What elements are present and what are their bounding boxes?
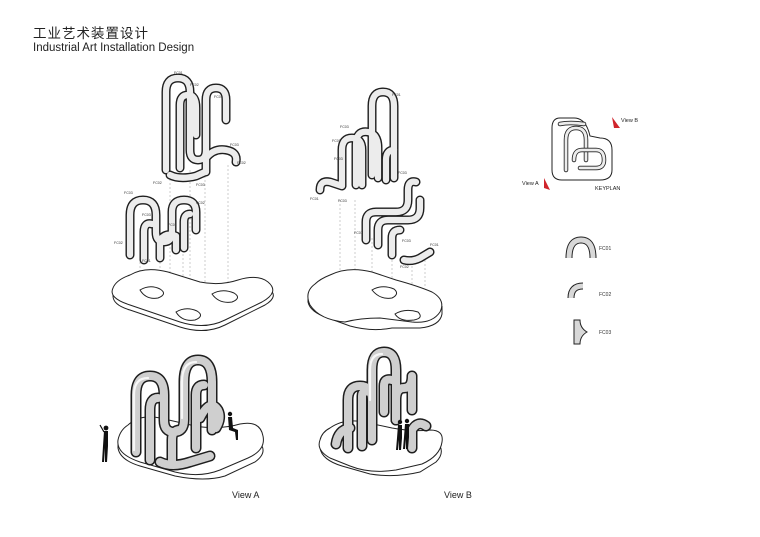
svg-text:FC03: FC03 xyxy=(340,125,349,129)
fitting-tags-a: FC01 FC02 FC01 FC03 FC02 FC02 FC03 FC03 … xyxy=(114,71,246,263)
svg-text:FC03: FC03 xyxy=(142,213,151,217)
svg-text:FC03: FC03 xyxy=(402,239,411,243)
human-figure-pair-icon xyxy=(396,418,410,450)
svg-text:FC02: FC02 xyxy=(153,181,162,185)
svg-text:FC02: FC02 xyxy=(400,265,409,269)
human-figure-seated-icon xyxy=(227,411,238,440)
keyplan-title: KEYPLAN xyxy=(595,186,621,192)
upper-tube-cluster-a xyxy=(161,73,241,183)
svg-text:FC01: FC01 xyxy=(142,259,151,263)
lower-tube-cluster-a xyxy=(125,195,201,265)
view-b-tubes xyxy=(330,346,432,454)
view-b-render xyxy=(318,346,443,477)
svg-text:FC02: FC02 xyxy=(196,201,205,205)
legend-fc02-quarter-elbow-icon xyxy=(567,282,584,299)
svg-text:FC02: FC02 xyxy=(190,83,199,87)
view-a-render xyxy=(99,354,264,480)
svg-text:FC03: FC03 xyxy=(230,143,239,147)
svg-text:FC01: FC01 xyxy=(430,243,439,247)
view-a-marker-icon xyxy=(544,178,550,190)
svg-text:FC01: FC01 xyxy=(354,231,363,235)
svg-text:FC01: FC01 xyxy=(174,71,183,75)
svg-text:FC03: FC03 xyxy=(398,171,407,175)
base-platform-a xyxy=(111,269,274,331)
view-b-marker-icon xyxy=(612,117,620,128)
keyplan-view-b-label: View B xyxy=(621,118,639,124)
view-b-label: View B xyxy=(444,490,472,500)
legend-fc03-label: FC03 xyxy=(599,330,612,336)
svg-text:FC03: FC03 xyxy=(334,157,343,161)
page-title-chinese: 工业艺术装置设计 xyxy=(33,26,149,41)
view-a-tubes xyxy=(130,354,226,471)
svg-text:FC01: FC01 xyxy=(392,93,401,97)
exploded-axon-a: FC01 FC02 FC01 FC03 FC02 FC02 FC03 FC03 … xyxy=(111,71,274,331)
svg-text:FC01: FC01 xyxy=(332,139,341,143)
legend-fc01-semicircle-elbow-icon xyxy=(565,236,597,259)
fitting-tags-b: FC01 FC03 FC01 FC03 FC03 FC01 FC03 FC01 … xyxy=(310,93,439,269)
keyplan-view-a-label: View A xyxy=(522,181,539,187)
keyplan-drawing xyxy=(551,117,613,181)
svg-text:FC01: FC01 xyxy=(214,95,223,99)
svg-text:FC02: FC02 xyxy=(114,241,123,245)
human-figure-standing-icon xyxy=(99,424,109,462)
svg-text:FC01: FC01 xyxy=(168,223,177,227)
base-platform-b xyxy=(307,269,443,331)
svg-text:FC01: FC01 xyxy=(310,197,319,201)
svg-text:FC03: FC03 xyxy=(338,199,347,203)
legend-fc03-flange-joint-icon xyxy=(573,319,589,345)
view-a-label: View A xyxy=(232,490,260,500)
svg-text:FC03: FC03 xyxy=(124,191,133,195)
legend-fc02-label: FC02 xyxy=(599,292,612,298)
legend-fc01-label: FC01 xyxy=(599,246,612,252)
page-title-english: Industrial Art Installation Design xyxy=(33,42,195,54)
lower-tube-cluster-b xyxy=(361,177,435,266)
svg-text:FC03: FC03 xyxy=(196,183,205,187)
exploded-axon-b: FC01 FC03 FC01 FC03 FC03 FC01 FC03 FC01 … xyxy=(307,87,443,331)
svg-text:FC02: FC02 xyxy=(237,161,246,165)
upper-tube-cluster-b xyxy=(315,87,399,195)
